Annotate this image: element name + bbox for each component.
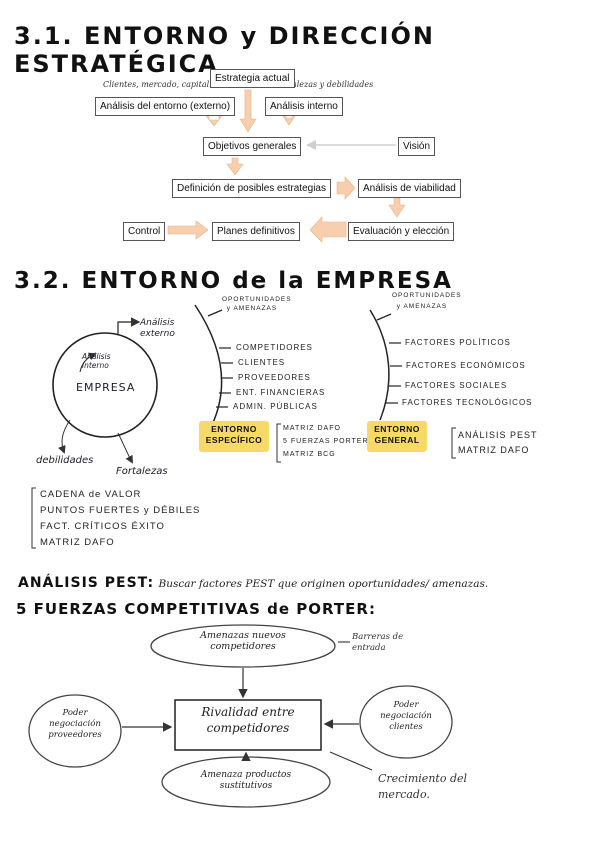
porter-right-label: Poder negociación clientes xyxy=(380,700,432,732)
internal-item: MATRIZ DAFO xyxy=(40,537,115,548)
box-analisis-entorno: Análisis del entorno (externo) xyxy=(95,97,236,116)
porter-top-label: Amenazas nuevos competidores xyxy=(200,630,286,652)
especifico-item: COMPETIDORES xyxy=(236,343,313,352)
ellipse-top xyxy=(150,624,336,668)
label-debilidades: debilidades xyxy=(36,455,94,466)
porter-bottom-label: Amenaza productos sustitutivos xyxy=(200,770,292,791)
general-item: FACTORES TECNOLÓGICOS xyxy=(402,398,533,407)
ellipse-left xyxy=(28,694,122,768)
especifico-tool: 5 FUERZAS PORTER xyxy=(283,438,369,445)
label-fortalezas: Fortalezas xyxy=(116,466,168,477)
general-tool: ANÁLISIS PEST xyxy=(458,430,538,440)
general-item: FACTORES ECONÓMICOS xyxy=(406,361,526,370)
porter-title: 5 FUERZAS COMPETITIVAS de PORTER: xyxy=(16,600,376,618)
general-item: FACTORES SOCIALES xyxy=(405,381,508,390)
note-barreras: Barreras de entrada xyxy=(352,632,404,653)
entorno-general-tag: ENTORNO GENERAL xyxy=(367,421,427,452)
box-analisis-interno: Análisis interno xyxy=(265,97,343,116)
rivalidad-box xyxy=(174,699,322,751)
internal-item: PUNTOS FUERTES y DÉBILES xyxy=(40,505,201,516)
internal-item: CADENA de VALOR xyxy=(40,489,142,500)
entorno-especifico-tag: ENTORNO ESPECÍFICO xyxy=(199,421,269,452)
note-clientes: Clientes, mercado, capital... xyxy=(103,80,217,89)
pest-text: Buscar factores PEST que originen oportu… xyxy=(158,578,489,590)
note-fortalezas: Fortalezas y debilidades xyxy=(275,80,374,89)
label-analisis-interno-circle: Análisis interno xyxy=(82,352,111,370)
section-2-title: 3.2. ENTORNO de la EMPRESA xyxy=(14,268,453,294)
label-analisis-externo: Análisis externo xyxy=(140,318,175,339)
note-crecimiento: Crecimiento del mercado. xyxy=(378,772,468,801)
porter-left-label: Poder negociación proveedores xyxy=(48,708,102,740)
general-item: FACTORES POLÍTICOS xyxy=(405,338,511,347)
flow-arrows xyxy=(167,89,406,243)
box-control: Control xyxy=(123,222,166,241)
especifico-item: PROVEEDORES xyxy=(238,373,311,382)
especifico-item: ENT. FINANCIERAS xyxy=(236,388,326,397)
section-1-title: 3.1. ENTORNO y DIRECCIÓN ESTRATÉGICA xyxy=(14,22,435,78)
entorno-especifico-label: ENTORNO ESPECÍFICO xyxy=(205,424,263,445)
box-evaluacion-eleccion: Evaluación y elección xyxy=(348,222,455,241)
box-estrategia-actual: Estrategia actual xyxy=(210,69,295,88)
entorno-general-label: ENTORNO GENERAL xyxy=(374,424,420,445)
pest-line: ANÁLISIS PEST: Buscar factores PEST que … xyxy=(18,574,488,592)
pest-label: ANÁLISIS PEST: xyxy=(18,575,155,591)
empresa-circle xyxy=(52,332,158,438)
porter-center-label: Rivalidad entre competidores xyxy=(201,705,295,735)
empresa-label: EMPRESA xyxy=(76,381,136,394)
especifico-item: ADMIN. PÚBLICAS xyxy=(233,402,318,411)
especifico-tool: MATRIZ DAFO xyxy=(283,425,341,432)
general-top-label: OPORTUNIDADES y AMENAZAS xyxy=(392,292,462,310)
general-tool: MATRIZ DAFO xyxy=(458,445,530,455)
especifico-tool: MATRIZ BCG xyxy=(283,451,336,458)
box-definicion-estrategias: Definición de posibles estrategias xyxy=(172,179,331,198)
internal-item: FACT. CRÍTICOS ÉXITO xyxy=(40,521,165,532)
box-objetivos-generales: Objetivos generales xyxy=(203,137,302,156)
especifico-item: CLIENTES xyxy=(238,358,286,367)
ellipse-right xyxy=(359,685,453,759)
box-vision: Visión xyxy=(398,137,436,156)
especifico-top-label: OPORTUNIDADES y AMENAZAS xyxy=(222,296,292,312)
box-analisis-viabilidad: Análisis de viabilidad xyxy=(358,179,461,198)
box-planes-definitivos: Planes definitivos xyxy=(212,222,300,241)
